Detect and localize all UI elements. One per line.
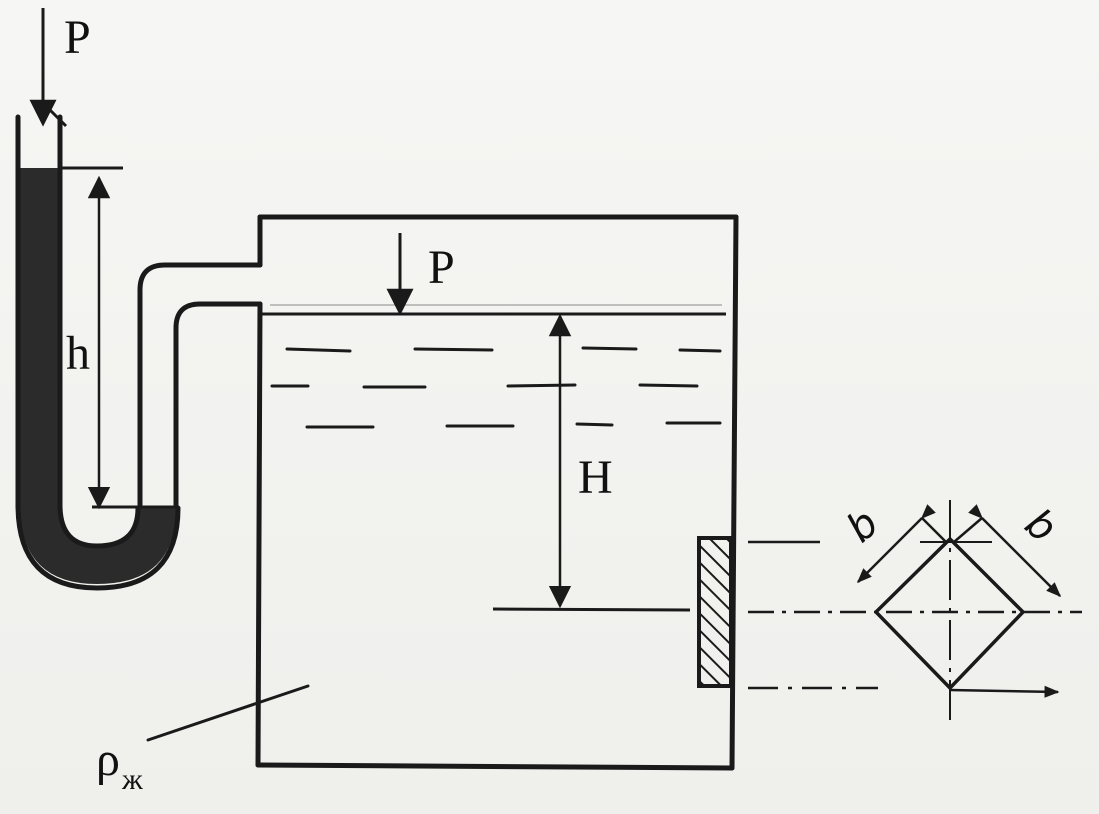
label-density: ρж [96,736,143,795]
hatched-plate [697,536,733,688]
label-h: h [66,327,90,380]
density-leader [146,684,310,742]
connecting-pipe [137,262,263,511]
manometer-fluid [20,168,176,584]
b-right-arrow [968,504,1062,598]
label-pressure-tank: P [428,241,455,294]
liquid-dashes [270,346,722,429]
tank [255,214,739,771]
label-pressure-top: P [64,11,91,64]
label-H: H [578,451,613,504]
density-subscript: ж [121,763,143,796]
b-left-arrow [856,504,936,584]
density-symbol: ρ [96,733,120,786]
projection-lines [748,540,1082,698]
manometer-tube [15,114,181,591]
square-plate-view [874,500,1025,720]
